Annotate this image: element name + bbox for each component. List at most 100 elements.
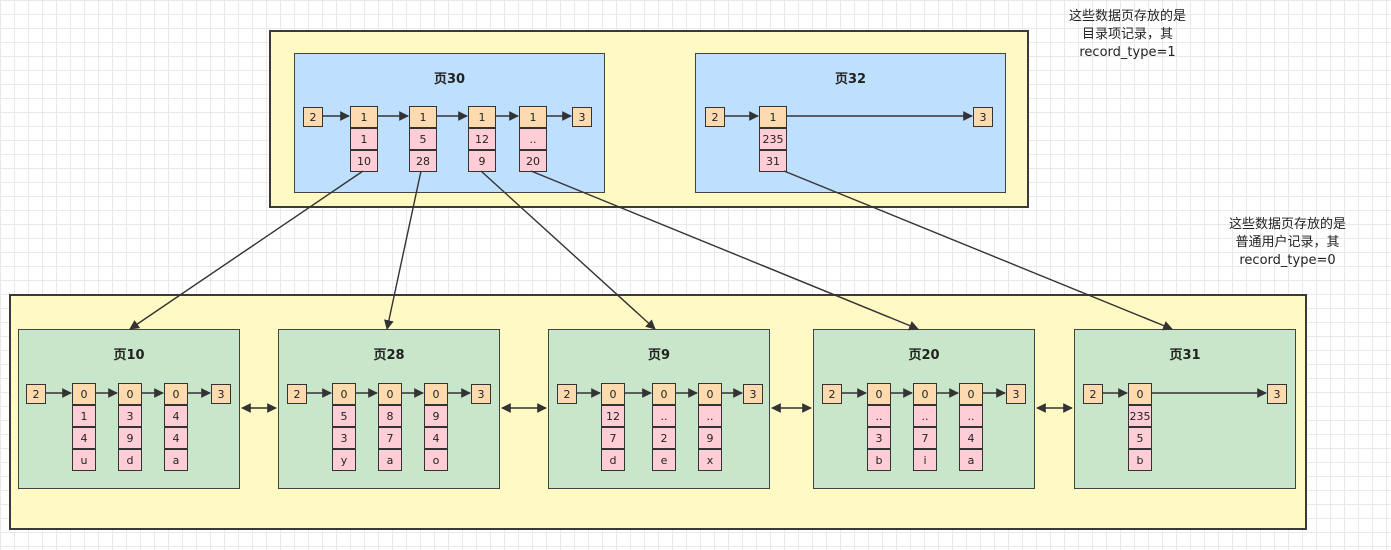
record-type-cell: 1 [350,106,378,128]
infimum-record: 2 [1083,384,1103,404]
record-value-cell: 31 [759,150,787,172]
record-type-cell: 0 [867,383,891,405]
record-value-cell: 9 [698,427,722,449]
record-value-cell: 4 [72,427,96,449]
record-type-cell: 0 [913,383,937,405]
index-note-line-2: 目录项记录，其 [1081,27,1173,42]
record-value-cell: 28 [409,150,437,172]
infimum-record: 2 [287,384,307,404]
infimum-record: 2 [303,107,323,127]
record-value-cell: 3 [867,427,891,449]
supremum-record: 3 [1267,384,1287,404]
record-value-cell: .. [519,128,547,150]
record-value-cell: 8 [378,405,402,427]
record-value-cell: 9 [468,150,496,172]
record-type-cell: 1 [409,106,437,128]
record-value-cell: 2 [652,427,676,449]
record-type-cell: 1 [759,106,787,128]
record-type-cell: 0 [378,383,402,405]
record-value-cell: 12 [468,128,496,150]
record-value-cell: 7 [913,427,937,449]
record-value-cell: a [164,449,188,471]
page-title: 页9 [647,348,671,363]
record-type-cell: 0 [652,383,676,405]
record-type-cell: 1 [519,106,547,128]
record-type-cell: 0 [164,383,188,405]
record-type-cell: 0 [118,383,142,405]
record-value-cell: 4 [164,405,188,427]
record-value-cell: 4 [959,427,983,449]
supremum-record: 3 [973,107,993,127]
record-type-cell: 0 [332,383,356,405]
record-value-cell: e [652,449,676,471]
leaf-note-line-1: 这些数据页存放的是 [1228,217,1346,232]
record-value-cell: 10 [350,150,378,172]
page-title: 页28 [373,348,405,363]
record-value-cell: 20 [519,150,547,172]
page-title: 页30 [433,72,466,87]
record-value-cell: 7 [601,427,625,449]
record-value-cell: 3 [332,427,356,449]
supremum-record: 3 [743,384,763,404]
supremum-record: 3 [211,384,231,404]
record-value-cell: 9 [424,405,448,427]
index-note-line-1: 这些数据页存放的是 [1068,9,1186,24]
record-value-cell: i [913,449,937,471]
record-value-cell: o [424,449,448,471]
record-value-cell: 4 [164,427,188,449]
infimum-record: 2 [26,384,46,404]
record-value-cell: x [698,449,722,471]
record-type-cell: 0 [424,383,448,405]
record-value-cell: d [118,449,142,471]
record-value-cell: y [332,449,356,471]
index-note-line-3: record_type=1 [1079,45,1176,60]
page-title: 页32 [834,72,867,87]
record-value-cell: 3 [118,405,142,427]
record-type-cell: 0 [1128,383,1152,405]
index-layer-note: 这些数据页存放的是 目录项记录，其 record_type=1 [1045,8,1210,62]
record-value-cell: b [867,449,891,471]
record-value-cell: 1 [350,128,378,150]
page-title: 页10 [113,348,145,363]
record-value-cell: 235 [1128,405,1152,427]
infimum-record: 2 [705,107,725,127]
record-value-cell: u [72,449,96,471]
supremum-record: 3 [572,107,592,127]
record-type-cell: 1 [468,106,496,128]
leaf-layer-note: 这些数据页存放的是 普通用户记录，其 record_type=0 [1205,216,1370,270]
supremum-record: 3 [471,384,491,404]
infimum-record: 2 [822,384,842,404]
record-value-cell: 235 [759,128,787,150]
record-type-cell: 0 [72,383,96,405]
record-value-cell: b [1128,449,1152,471]
record-value-cell: 5 [409,128,437,150]
leaf-note-line-3: record_type=0 [1239,253,1336,268]
record-value-cell: 5 [1128,427,1152,449]
record-value-cell: .. [913,405,937,427]
record-value-cell: .. [867,405,891,427]
record-value-cell: 9 [118,427,142,449]
record-value-cell: d [601,449,625,471]
record-value-cell: a [378,449,402,471]
record-value-cell: 4 [424,427,448,449]
record-value-cell: .. [959,405,983,427]
record-value-cell: 7 [378,427,402,449]
page-title: 页31 [1169,348,1201,363]
record-value-cell: 12 [601,405,625,427]
record-value-cell: .. [698,405,722,427]
record-type-cell: 0 [601,383,625,405]
record-value-cell: 1 [72,405,96,427]
leaf-note-line-2: 普通用户记录，其 [1235,235,1340,250]
record-value-cell: 5 [332,405,356,427]
record-type-cell: 0 [959,383,983,405]
record-value-cell: .. [652,405,676,427]
record-type-cell: 0 [698,383,722,405]
page-title: 页20 [908,348,940,363]
